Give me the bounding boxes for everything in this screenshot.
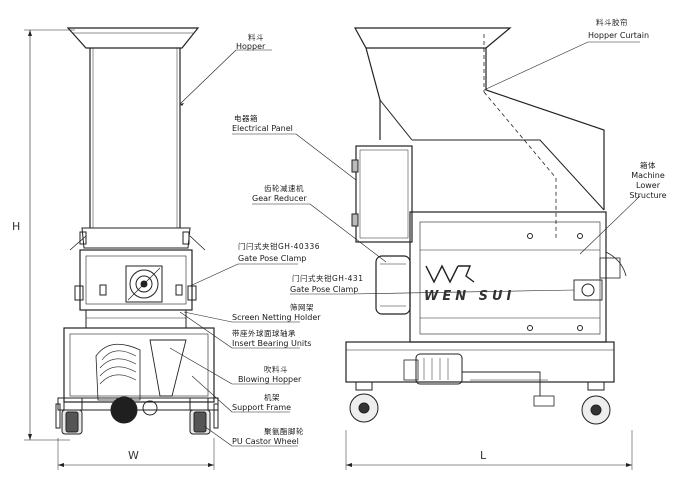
machine-lower-structure-label-1: Machine: [631, 171, 665, 180]
pu-castor-wheel-label-cn: 聚氨酯脚轮: [264, 427, 304, 436]
screen-netting-holder-label: Screen Netting Holder: [232, 313, 321, 322]
gate-pose-clamp-right-label: Gate Pose Clamp: [290, 285, 359, 294]
machine-lower-structure-label-3: Structure: [629, 191, 667, 200]
screen-netting-holder-label-cn: 筛网架: [290, 303, 314, 312]
gate-pose-clamp-left-label: Gate Pose Clamp: [238, 254, 307, 263]
pu-castor-wheel-label: PU Castor Wheel: [232, 437, 299, 446]
blowing-hopper-label-cn: 吹料斗: [264, 365, 288, 374]
leader-lines: [169, 41, 641, 447]
electrical-panel-label-cn: 电器箱: [234, 114, 258, 123]
hopper-curtain-label: Hopper Curtain: [588, 31, 650, 40]
gate-pose-clamp-left-label-cn: 门闩式夹钳GH-40336: [238, 242, 321, 251]
machine-lower-structure-label-cn: 箱体: [640, 161, 656, 170]
gate-pose-clamp-right-label-cn: 门闩式夹钳GH-431: [292, 274, 364, 283]
support-frame-label-cn: 机架: [264, 393, 280, 402]
length-dimension-label: L: [480, 449, 487, 462]
gear-reducer-label: Gear Reducer: [252, 194, 307, 203]
machine-lower-structure-label-2: Lower: [636, 181, 660, 190]
insert-bearing-units-label-cn: 带座外球面球轴承: [232, 329, 296, 338]
brand-logo: WEN SUI: [424, 289, 516, 304]
hopper-label-cn: 料斗: [248, 33, 264, 42]
hopper-curtain-label-cn: 料斗胶帘: [596, 18, 628, 27]
width-dimension-label: W: [128, 449, 139, 462]
hopper-label: Hopper: [236, 42, 266, 51]
side-view: [345, 27, 633, 470]
blowing-hopper-label: Blowing Hopper: [238, 375, 302, 384]
support-frame-label: Support Frame: [232, 403, 292, 412]
gear-reducer-label-cn: 齿轮减速机: [264, 184, 304, 193]
electrical-panel-label: Electrical Panel: [232, 124, 293, 133]
insert-bearing-units-label: Insert Bearing Units: [232, 339, 312, 348]
front-view: [24, 27, 219, 470]
height-dimension-label: H: [12, 220, 21, 233]
